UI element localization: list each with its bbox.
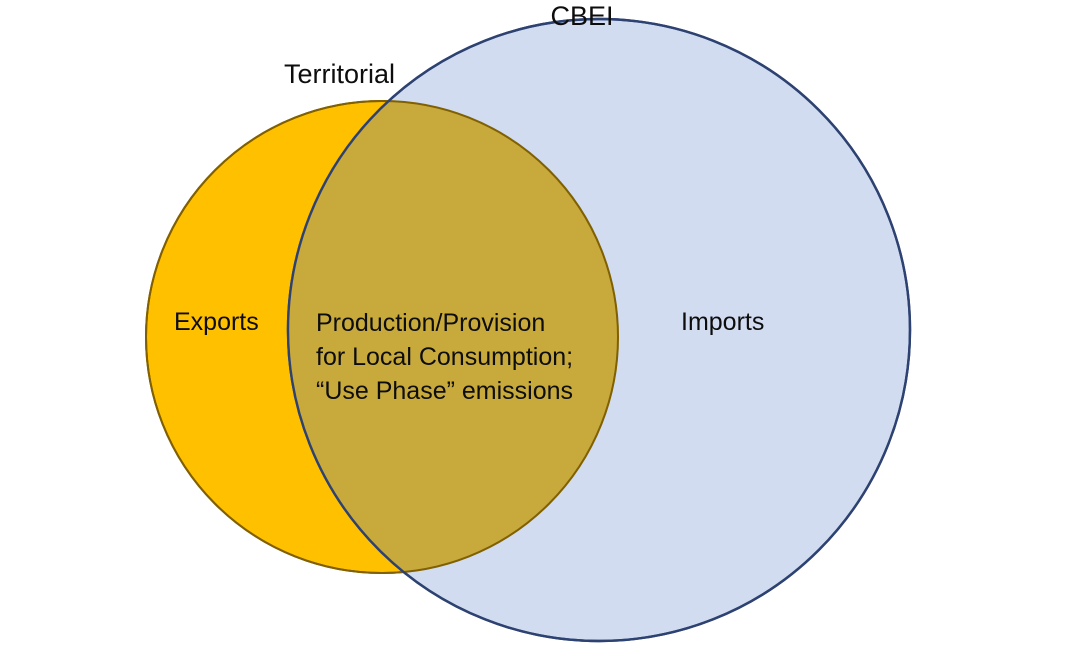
overlap-region-shape: [288, 101, 618, 573]
overlap-label-line-1: Production/Provision: [316, 309, 546, 337]
territorial-label: Territorial: [284, 59, 396, 89]
overlap-label-line-2: for Local Consumption;: [316, 343, 574, 371]
cbei-label: CBEI: [550, 1, 614, 31]
cbei-circle-outline: [286, 17, 912, 643]
exports-label: Exports: [174, 308, 259, 336]
imports-label: Imports: [681, 308, 765, 336]
overlap-label: Production/Provision for Local Consumpti…: [316, 306, 616, 408]
territorial-circle-outline: [145, 100, 619, 574]
overlap-label-line-3: “Use Phase” emissions: [316, 377, 574, 405]
